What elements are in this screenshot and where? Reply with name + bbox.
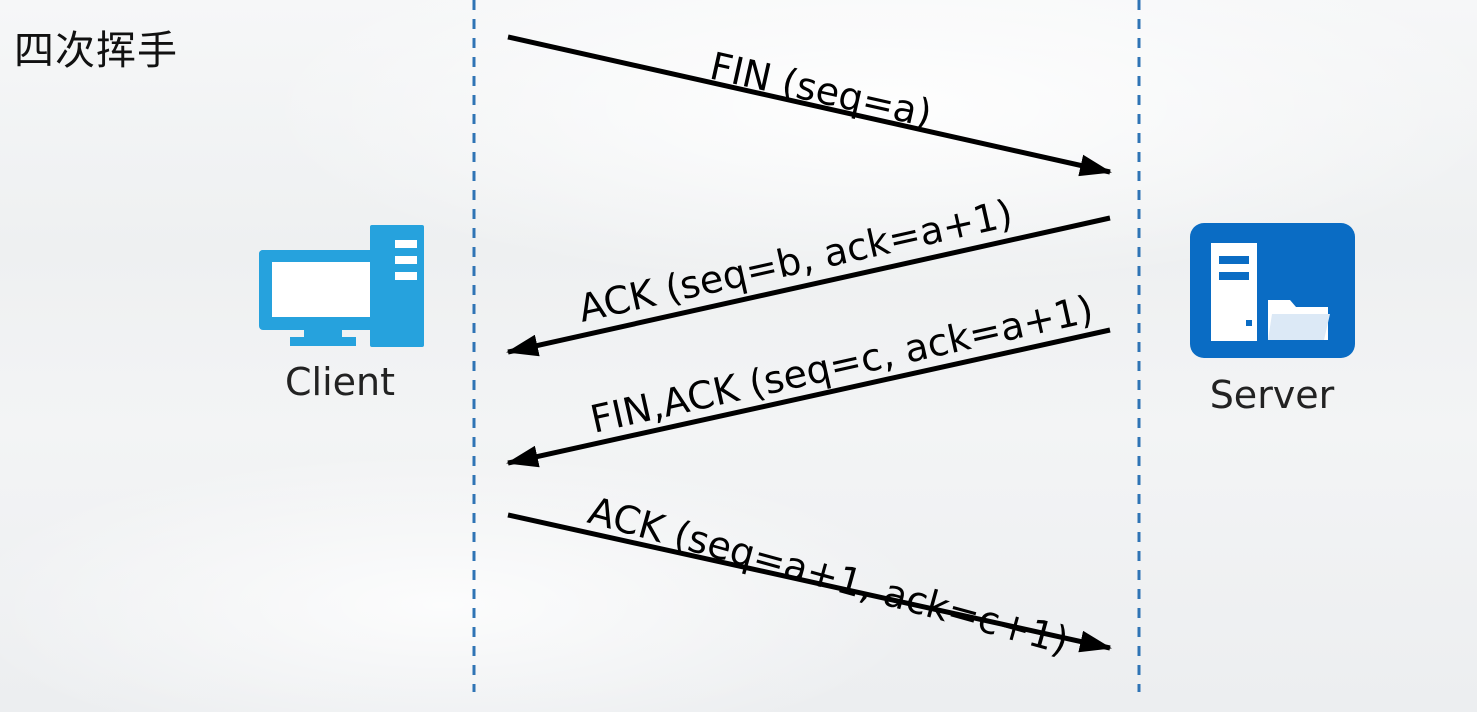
- page-title: 四次挥手: [14, 28, 178, 74]
- server-label: Server: [1210, 373, 1335, 417]
- message-label-2: ACK (seq=b, ack=a+1): [574, 191, 1016, 331]
- message-label-4: ACK (seq=a+1, ack=c+1): [584, 488, 1074, 663]
- message-arrow-2: [506, 215, 1111, 357]
- client-label: Client: [285, 360, 395, 404]
- message-label-1: FIN (seq=a): [706, 44, 936, 136]
- message-arrow-3: [506, 327, 1111, 468]
- server-icon: [1190, 223, 1355, 358]
- message-arrow-4: [507, 512, 1112, 653]
- message-arrow-1: [507, 34, 1112, 177]
- computer-icon: [259, 225, 424, 347]
